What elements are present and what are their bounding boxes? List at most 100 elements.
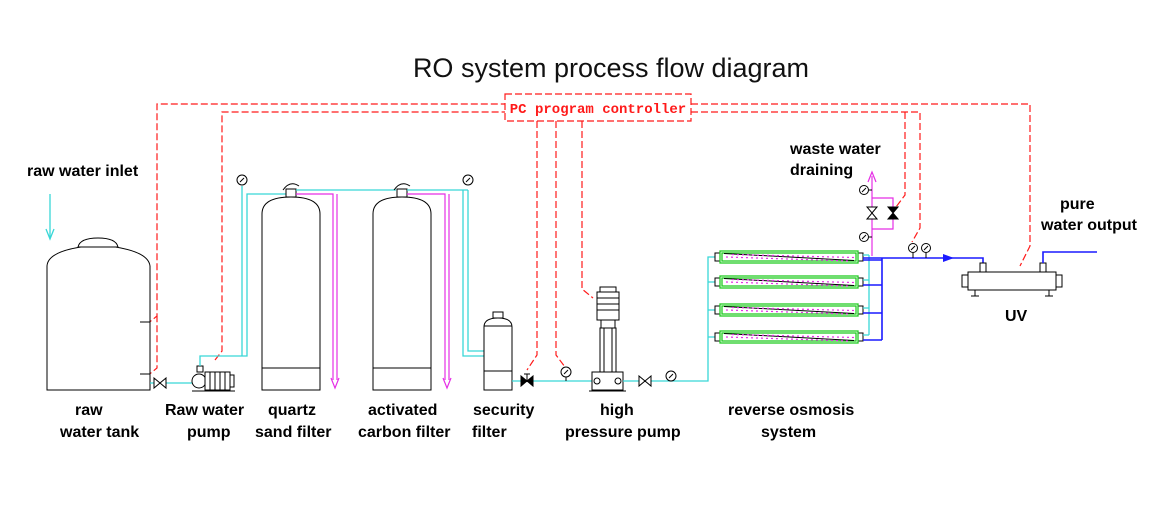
pump-column <box>599 327 617 373</box>
drain-arrow-icon <box>330 377 340 390</box>
waste-bypass-pipe <box>872 197 894 230</box>
pressure-gauge-icon <box>859 185 872 195</box>
stage-label-high-pressure-pump: pressure pump <box>565 424 681 441</box>
ro-membrane <box>714 250 864 264</box>
membrane-liner <box>721 305 857 315</box>
waste-water-drain: waste water draining <box>789 141 900 256</box>
stage-label-raw-water-pump: pump <box>187 424 231 441</box>
uv-chamber <box>967 271 1057 291</box>
tank-lid <box>77 237 119 248</box>
concentrate-manifold <box>863 254 870 336</box>
motor-ribs <box>209 372 226 390</box>
waste-label-line1: waste water <box>789 141 881 158</box>
control-line-uv <box>691 103 1031 267</box>
stage-label-security-filter: security <box>473 402 534 419</box>
pressure-gauge-icon <box>665 370 677 382</box>
membrane-end-cap <box>857 252 864 262</box>
activated-carbon-filter <box>372 183 432 391</box>
control-line-waste-valve <box>895 112 906 208</box>
drain-pipe <box>407 193 450 380</box>
waste-label-line2: draining <box>790 162 853 179</box>
membrane-end-cap <box>857 332 864 342</box>
uv-end-cap-right <box>1055 274 1063 288</box>
membrane-end-cap <box>714 252 721 262</box>
drain-arrow-icon <box>442 377 452 390</box>
pump-motor <box>596 291 620 321</box>
membrane-end-cap <box>857 305 864 315</box>
reverse-osmosis-system <box>714 250 883 344</box>
pump-coupling <box>600 319 616 329</box>
membrane-housing <box>719 330 859 344</box>
gauge-needle <box>923 245 929 251</box>
stage-label-sand-filter: sand filter <box>255 424 331 441</box>
membrane-element <box>725 253 855 262</box>
flush-solenoid-valve-icon <box>886 206 900 220</box>
pure-water-output: pure water output <box>1040 196 1138 234</box>
ro-membrane <box>714 330 864 344</box>
security-filter <box>483 311 513 391</box>
membrane-liner <box>721 332 857 342</box>
high-pressure-pump <box>589 286 626 392</box>
drain-pipe <box>296 193 338 380</box>
motor-fan-cover <box>229 374 235 388</box>
pump-outlet-nozzle <box>196 365 204 373</box>
raw-water-pump <box>191 365 235 392</box>
membrane-housing <box>719 250 859 264</box>
membrane-end-cap <box>714 277 721 287</box>
permeate-manifold <box>863 258 883 341</box>
gauge-needle <box>910 245 916 251</box>
pump-stages <box>603 328 613 372</box>
valve-body <box>865 206 879 220</box>
pump-volute <box>191 373 207 389</box>
uv-end-cap-left <box>961 274 969 288</box>
sand-filter-drain <box>296 193 340 390</box>
valve-body <box>153 376 167 390</box>
inlet-arrow-icon <box>45 228 55 241</box>
pump-outlet-port <box>614 377 622 385</box>
valve-body <box>638 374 652 388</box>
membrane-spiral <box>723 333 855 341</box>
stage-label-security-filter: filter <box>472 424 507 441</box>
stage-label-raw-water-tank: raw <box>75 402 103 419</box>
membrane-liner <box>721 252 857 262</box>
carbon-filter-drain <box>407 193 452 390</box>
solenoid-valve-icon <box>520 373 534 388</box>
tank-body <box>46 244 151 391</box>
valve-icon <box>153 376 167 390</box>
concentrate-valve-icon <box>865 206 879 220</box>
inlet-label: raw water inlet <box>27 163 139 180</box>
carbon-filter-valve-handle <box>393 183 411 191</box>
valve-actuator <box>524 373 530 381</box>
carbon-to-security-pipe <box>462 190 484 357</box>
gauge-needle <box>861 187 867 193</box>
valve-body <box>886 206 900 220</box>
membrane-spiral <box>723 306 855 314</box>
gauge-needle <box>861 234 867 240</box>
carbon-filter-head <box>396 188 408 198</box>
control-line-tank-high-level <box>145 103 505 326</box>
pump-inlet-port <box>593 377 601 385</box>
membrane-end-cap <box>857 277 864 287</box>
control-line-pressure-gauge <box>691 111 921 243</box>
stage-label-carbon-filter: activated <box>368 402 437 419</box>
uv-outlet-port <box>1039 262 1047 273</box>
ro-membrane <box>714 303 864 317</box>
pure-water-output-pipe <box>1042 251 1097 263</box>
controller-label: PC program controller <box>510 102 686 118</box>
membrane-housing <box>719 303 859 317</box>
control-line-raw-water-pump <box>214 111 505 361</box>
membrane-housing <box>719 275 859 289</box>
stage-label-carbon-filter: carbon filter <box>358 424 450 441</box>
ro-membrane <box>714 275 864 289</box>
stage-label-reverse-osmosis: system <box>761 424 816 441</box>
gauge-needle <box>239 177 245 183</box>
security-filter-bands <box>484 325 512 372</box>
gauge-needle <box>563 369 569 375</box>
pressure-gauge-icon <box>859 232 872 242</box>
pump-discharge-pipe <box>199 193 286 366</box>
membrane-element <box>725 278 855 287</box>
stage-label-raw-water-tank: water tank <box>59 424 139 441</box>
membrane-spiral <box>723 253 855 261</box>
waste-arrow-icon <box>867 170 877 183</box>
